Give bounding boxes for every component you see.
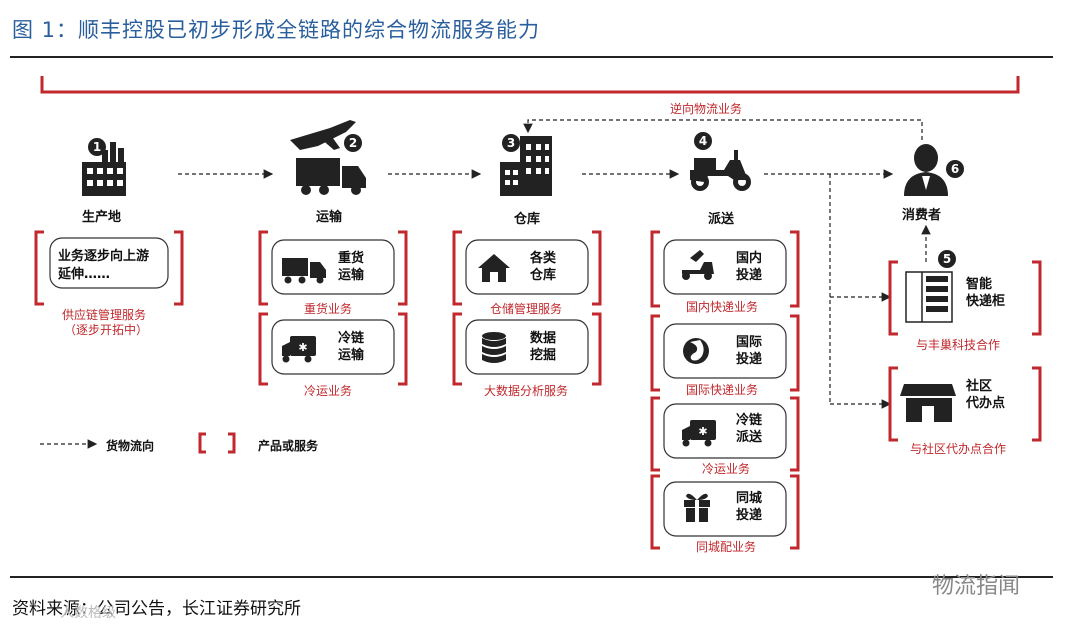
svg-text:✱: ✱ <box>698 425 707 438</box>
database-icon <box>482 332 506 363</box>
stage-label-warehouse: 仓库 <box>514 212 541 227</box>
stage-label-production: 生产地 <box>82 210 122 225</box>
watermark-left: 人数格级 <box>60 605 116 621</box>
card-colddeliv <box>663 403 787 459</box>
bottom-divider <box>10 576 1053 578</box>
delivery-1-caption: 国内快递业务 <box>686 300 759 314</box>
transport-2-text-1: 冷链 <box>338 331 365 346</box>
delivery-4-caption: 同城配业务 <box>696 540 757 554</box>
globe-icon <box>683 338 709 364</box>
transport-2-text-2: 运输 <box>338 348 365 363</box>
delivery-2-text-1: 国际 <box>736 335 763 350</box>
warehouse-1-caption: 仓储管理服务 <box>490 302 563 316</box>
delivery-2-text-2: 投递 <box>736 352 763 367</box>
stage-num-4: 4 <box>694 132 712 150</box>
production-text-2: 延伸…… <box>58 267 111 282</box>
delivery-3-caption: 冷运业务 <box>702 462 751 476</box>
svg-text:✱: ✱ <box>298 341 307 354</box>
production-caption-1: 供应链管理服务 <box>62 308 147 322</box>
delivery-4-text-2: 投递 <box>736 508 763 523</box>
transport-2-caption: 冷运业务 <box>304 384 353 398</box>
stage-num-3: 3 <box>502 134 520 152</box>
stage-num-2: 2 <box>344 134 362 152</box>
delivery-4-text-1: 同城 <box>736 491 763 506</box>
scooter-icon <box>690 150 751 191</box>
bracket-frames <box>34 230 1042 550</box>
warehouse-2-text-1: 数据 <box>530 331 557 346</box>
stage-num-6: 6 <box>946 160 964 178</box>
page-title: 图 1：顺丰控股已初步形成全链路的综合物流服务能力 <box>12 18 541 42</box>
store-icon <box>900 384 956 422</box>
transport-1-text-1: 重货 <box>338 251 365 266</box>
warehouse-2-caption: 大数据分析服务 <box>484 384 569 398</box>
consumer-1-caption: 与丰巢科技合作 <box>916 338 1001 352</box>
cold-truck-icon-transport: ✱ <box>282 336 316 363</box>
delivery-1-text-2: 投递 <box>736 268 763 283</box>
top-divider <box>10 56 1053 58</box>
factory-icon <box>82 142 126 196</box>
delivery-1-text-1: 国内 <box>736 251 763 266</box>
delivery-3-text-2: 派送 <box>736 430 763 445</box>
consumer-2-text-1: 社区 <box>966 379 993 394</box>
card-data <box>465 319 589 375</box>
person-icon <box>904 144 948 196</box>
production-caption-2: （逐步开拓中） <box>64 323 149 337</box>
warehouse-1-text-1: 各类 <box>530 251 557 266</box>
reverse-flow-label: 逆向物流业务 <box>666 100 747 117</box>
source-note: 资料来源：公司公告，长江证券研究所 <box>12 599 301 619</box>
consumer-1-text-2: 快递柜 <box>966 294 1006 309</box>
gift-icon <box>684 493 710 522</box>
consumer-2-text-2: 代办点 <box>966 396 1006 411</box>
warehouse-1-text-2: 仓库 <box>530 268 557 283</box>
production-text-1: 业务逐步向上游 <box>58 249 150 264</box>
watermark-right: 物流指闻 <box>932 574 1021 599</box>
stage-num-1: 1 <box>88 138 106 156</box>
house-icon <box>478 254 510 282</box>
locker-icon <box>905 271 953 323</box>
stage-label-delivery: 派送 <box>708 212 735 227</box>
legend-bracket-label: 产品或服务 <box>258 439 319 453</box>
cold-truck-icon-delivery: ✱ <box>682 420 716 447</box>
reverse-flow-arrow <box>523 119 923 140</box>
transport-1-text-2: 运输 <box>338 268 365 283</box>
card-samecity <box>663 481 787 537</box>
delivery-2-caption: 国际快递业务 <box>686 383 759 397</box>
consumer-1-text-1: 智能 <box>966 277 993 292</box>
delivery-3-text-1: 冷链 <box>736 413 763 428</box>
legend-flow-label: 货物流向 <box>106 439 155 453</box>
card-intl <box>663 323 787 379</box>
card-production <box>49 237 169 289</box>
card-domestic <box>663 239 787 295</box>
plane-truck-icon <box>290 120 366 195</box>
stage-label-consumer: 消费者 <box>902 208 942 223</box>
warehouse-building-icon <box>500 136 552 196</box>
consumer-2-caption: 与社区代办点合作 <box>910 442 1007 456</box>
transport-1-caption: 重货业务 <box>304 302 353 316</box>
courier-icon <box>682 250 714 280</box>
stage-label-transport: 运输 <box>316 210 343 225</box>
card-coldchain <box>271 319 395 375</box>
stage-num-5: 5 <box>938 250 956 268</box>
warehouse-2-text-2: 挖掘 <box>530 348 557 363</box>
top-bracket <box>40 76 1020 94</box>
truck-icon <box>282 258 326 284</box>
